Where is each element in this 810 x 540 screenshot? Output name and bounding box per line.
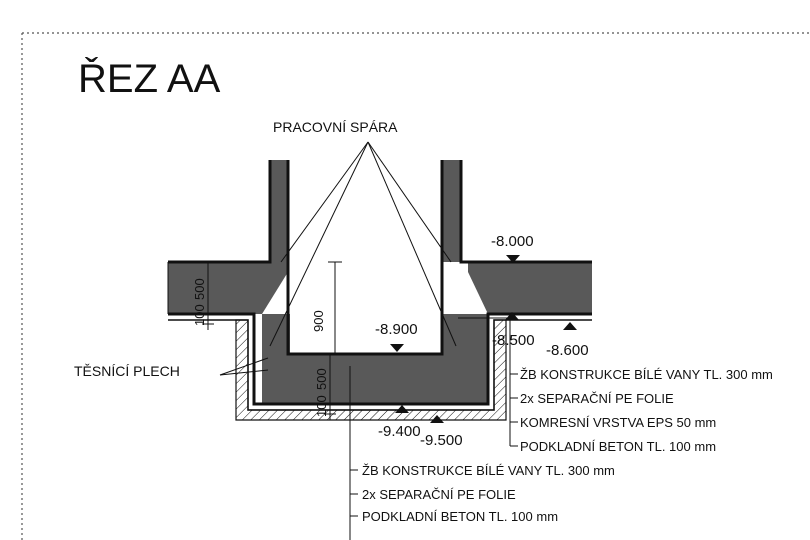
legend-right-item: PODKLADNÍ BETON TL. 100 mm	[520, 439, 716, 454]
level-text-8600: -8.600	[546, 342, 589, 359]
level-text-8000: -8.000	[491, 233, 534, 250]
level-marker-8600	[563, 322, 577, 330]
drawing-title: ŘEZ AA	[78, 56, 221, 101]
level-marker-9500	[430, 415, 444, 423]
dim-text-100-lower: 100	[314, 395, 329, 417]
level-text-8900: -8.900	[375, 321, 418, 338]
dim-text-900: 900	[311, 310, 326, 332]
legend-right-item: 2x SEPARAČNÍ PE FOLIE	[520, 391, 674, 406]
legend-bottom-item: ŽB KONSTRUKCE BÍLÉ VANY TL. 300 mm	[362, 463, 615, 478]
level-text-9500: -9.500	[420, 432, 463, 449]
level-marker-8900	[390, 344, 404, 352]
legend-right-item: ŽB KONSTRUKCE BÍLÉ VANY TL. 300 mm	[520, 367, 773, 382]
level-text-9400: -9.400	[378, 423, 421, 440]
dim-text-500-lower: 500	[314, 368, 329, 390]
level-markers	[390, 255, 577, 423]
dim-text-100-upper: 100	[192, 304, 207, 326]
leader-lines	[219, 141, 518, 540]
level-marker-8500	[505, 312, 519, 320]
level-marker-9400	[395, 405, 409, 413]
label-tesnici-plech: TĚSNÍCÍ PLECH	[74, 363, 180, 379]
legend-bottom-item: PODKLADNÍ BETON TL. 100 mm	[362, 509, 558, 524]
concrete-structure	[168, 160, 592, 404]
lean-concrete-layer	[235, 319, 507, 421]
legend-bottom-item: 2x SEPARAČNÍ PE FOLIE	[362, 487, 516, 502]
level-marker-8000	[506, 255, 520, 263]
dim-text-500-upper: 500	[192, 278, 207, 300]
label-pracovni-spara: PRACOVNÍ SPÁRA	[273, 119, 398, 135]
level-text-8500: -8.500	[492, 332, 535, 349]
legend-right-item: KOMRESNÍ VRSTVA EPS 50 mm	[520, 415, 716, 430]
sheet-frame	[21, 32, 810, 540]
dimension-lines	[202, 261, 342, 420]
